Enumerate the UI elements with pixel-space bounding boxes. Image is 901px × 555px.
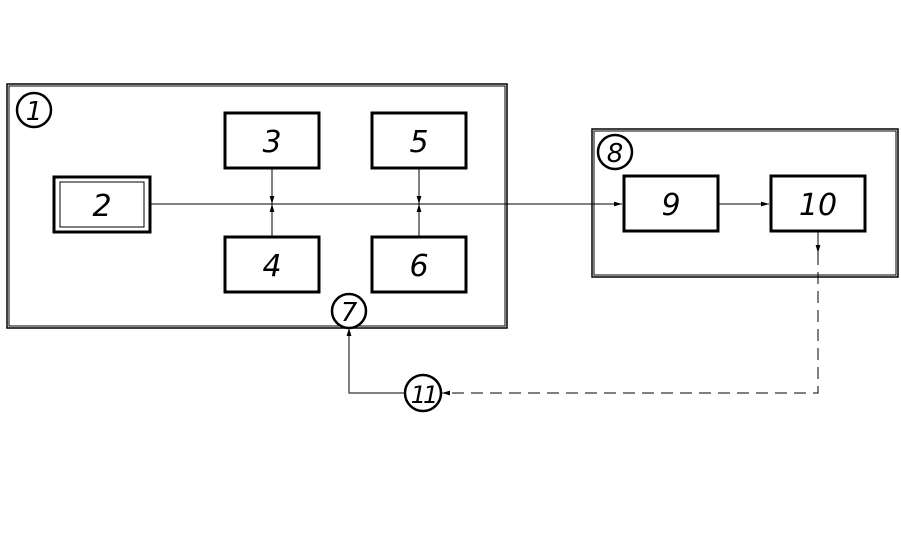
node-4: 4 <box>223 235 321 294</box>
node-3: 3 <box>223 111 321 170</box>
container-8-label: 8 <box>607 139 624 169</box>
node-6-label: 6 <box>409 249 428 284</box>
node-9-label: 9 <box>661 188 680 223</box>
node-11: 11 <box>403 373 443 413</box>
node-10: 10 <box>769 174 867 233</box>
node-2-label: 2 <box>92 189 111 224</box>
node-7-label: 7 <box>341 298 358 328</box>
container-1-tag-circle <box>15 91 53 129</box>
node-5: 5 <box>370 111 468 170</box>
container-block-1: 1 <box>6 83 508 329</box>
node-9: 9 <box>622 174 720 233</box>
edge-11-to-7 <box>346 328 405 394</box>
node-10-label: 10 <box>799 188 837 223</box>
node-11-label: 11 <box>411 381 436 409</box>
container-block-8: 8 <box>591 128 899 278</box>
node-6: 6 <box>370 235 468 294</box>
node-3-label: 3 <box>262 125 281 160</box>
node-4-label: 4 <box>262 249 281 284</box>
node-5-label: 5 <box>409 125 428 160</box>
container-1-label: 1 <box>26 97 43 127</box>
node-2: 2 <box>52 175 152 234</box>
container-8-tag-circle <box>596 133 634 171</box>
node-7: 7 <box>330 292 368 330</box>
edge-10-to-11 <box>442 231 821 396</box>
